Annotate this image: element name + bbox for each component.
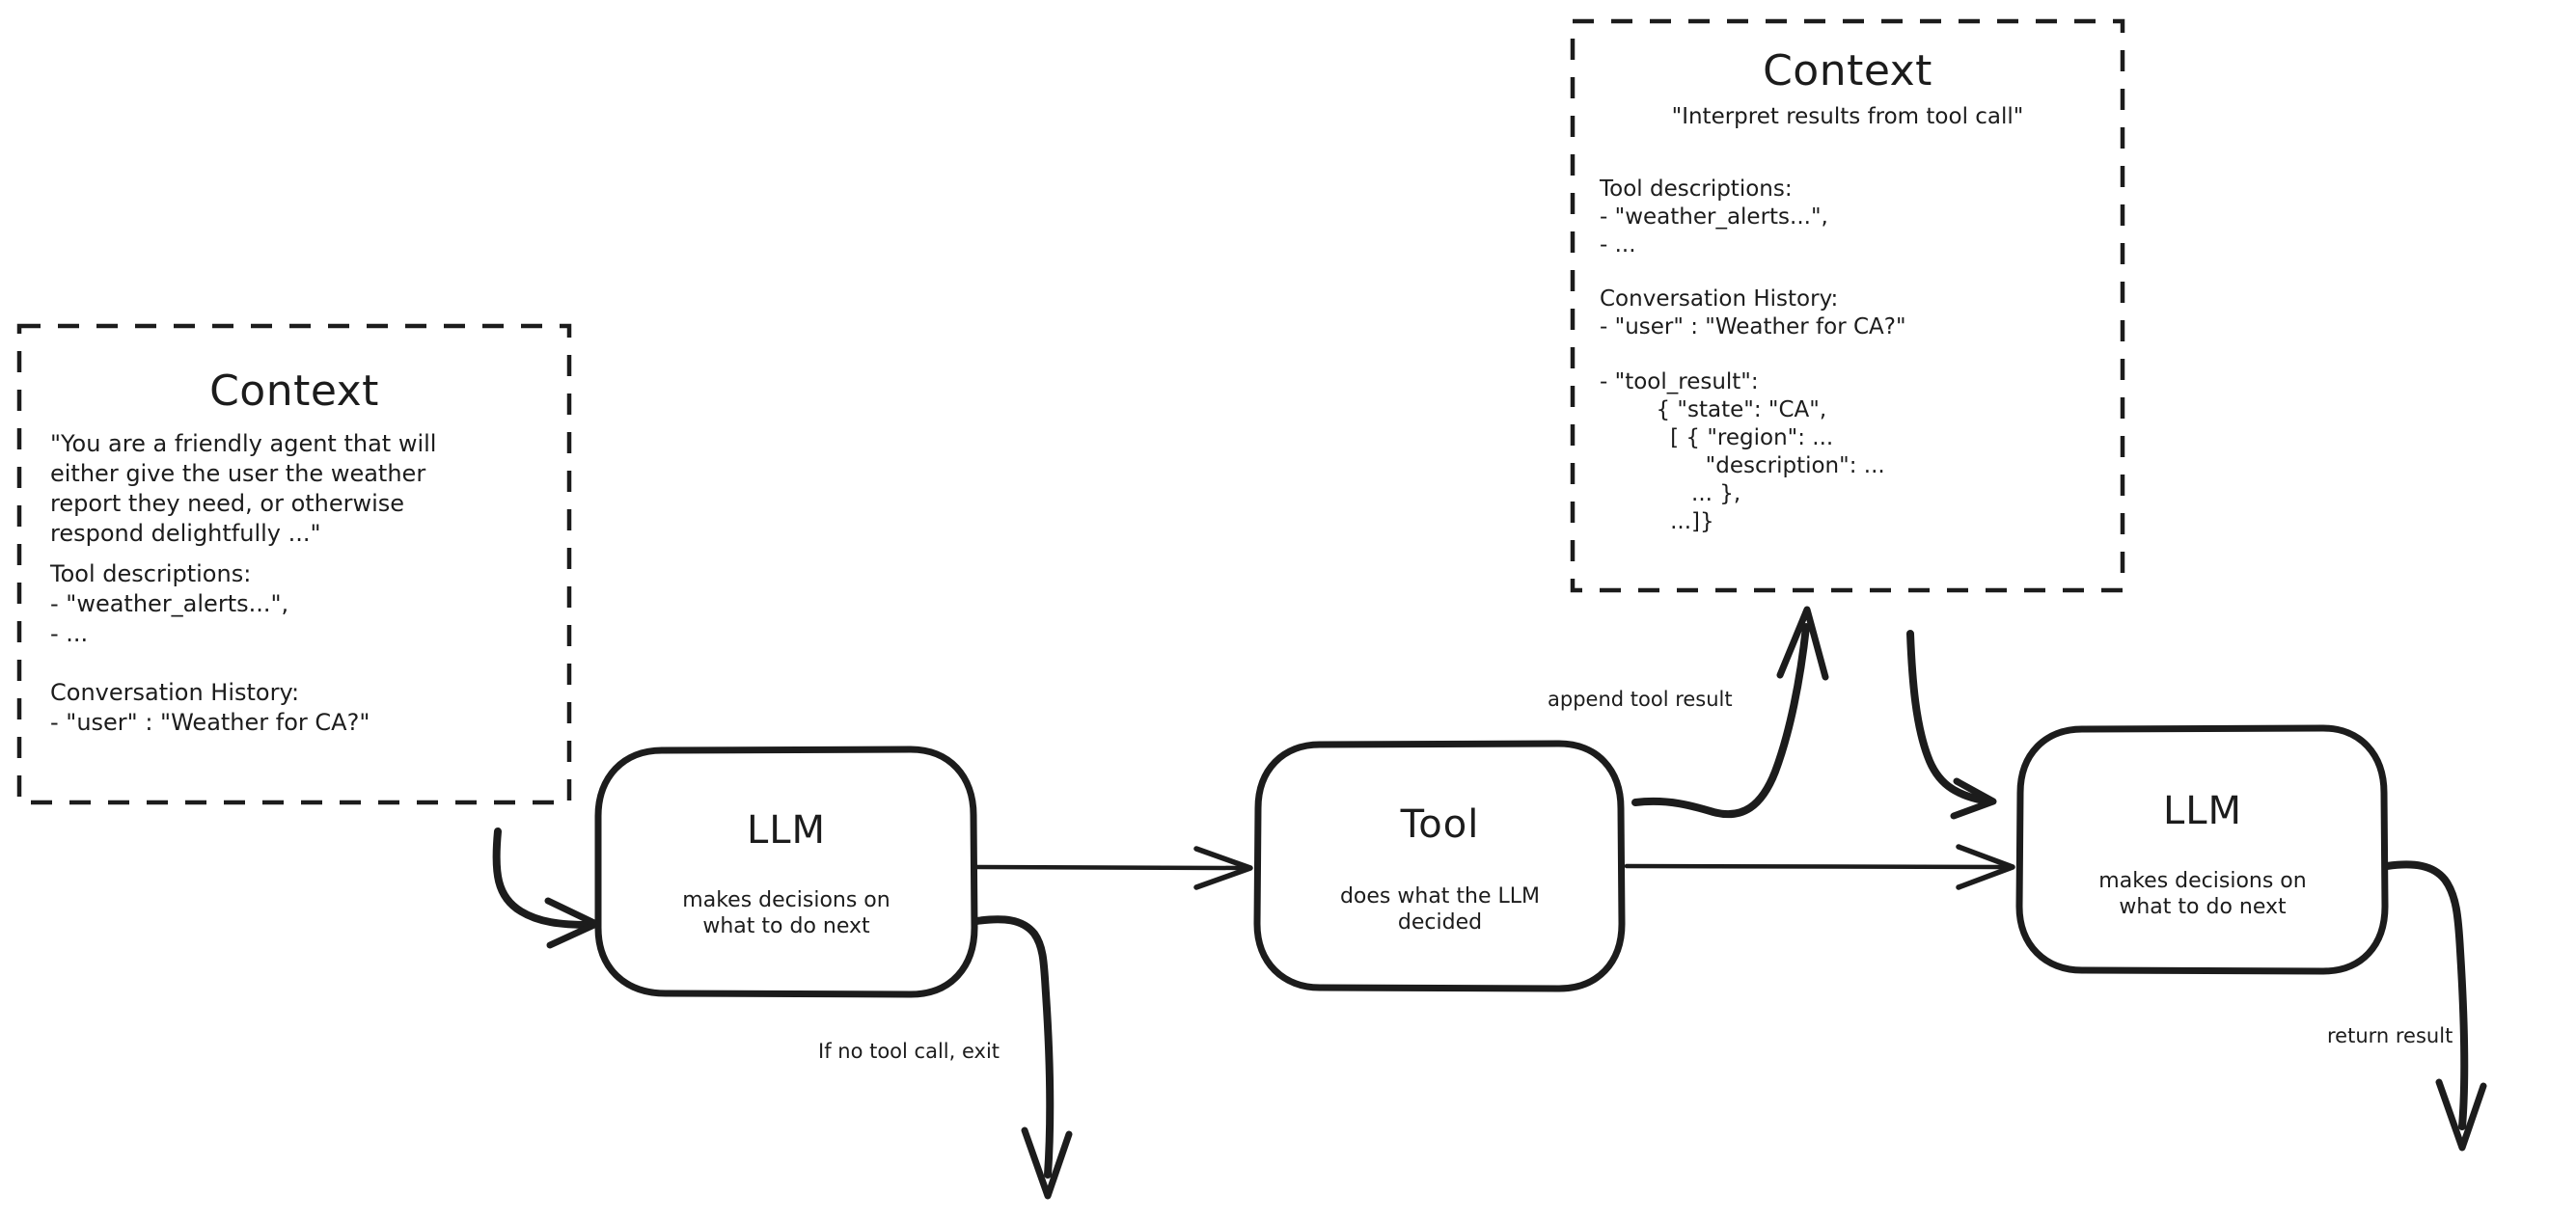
edge-tool-to-llm-second (1624, 844, 2015, 890)
edge-llm-first-to-tool (973, 846, 1253, 890)
node-tool-title: Tool (1400, 802, 1480, 847)
node-llm-second-title: LLM (2162, 789, 2243, 833)
context-left-tool-line-1: - "weather_alerts...", (50, 590, 289, 617)
context-left-tools-heading: Tool descriptions: (50, 560, 252, 587)
node-llm-first-title: LLM (746, 808, 827, 853)
edge-llm-second-return (2383, 860, 2487, 1152)
edge-context-to-llm-first (492, 828, 600, 949)
context-left-heading: Context (209, 366, 379, 416)
edge-context-right-to-llm-second (1906, 630, 1997, 820)
node-llm-first-subtitle: makes decisions on what to do next (682, 888, 891, 938)
context-right-tools-heading: Tool descriptions: (1600, 176, 1793, 202)
context-left-tool-line-2: - ... (50, 620, 89, 647)
node-llm-second-subtitle: makes decisions on what to do next (2098, 869, 2307, 919)
context-left-system-prompt: "You are a friendly agent that will eith… (50, 430, 437, 547)
context-right-heading: Context (1763, 46, 1932, 95)
edge-llm-first-exit (973, 915, 1073, 1200)
context-right-tool-result-body: { "state": "CA", [ { "region": ... "desc… (1656, 397, 1885, 534)
context-left-box (16, 323, 572, 805)
node-tool-subtitle: does what the LLM decided (1339, 884, 1541, 935)
edge-label-return-result: return result (2327, 1024, 2453, 1047)
node-llm-first-shape (594, 746, 978, 998)
edge-label-append-tool-result: append tool result (1548, 688, 1733, 711)
context-right-tool-line-2: - ... (1600, 232, 1636, 258)
edge-label-exit: If no tool call, exit (818, 1040, 1000, 1063)
node-tool-shape (1253, 740, 1626, 992)
node-llm-second-shape (2015, 724, 2389, 975)
context-right-tool-line-1: - "weather_alerts...", (1600, 204, 1828, 230)
context-right-system-prompt: "Interpret results from tool call" (1671, 104, 2024, 129)
context-right-tool-result-label: - "tool_result": (1600, 369, 1759, 394)
context-left-history-line-1: - "user" : "Weather for CA?" (50, 709, 370, 736)
context-right-history-heading: Conversation History: (1600, 286, 1839, 312)
context-right-box (1570, 18, 2125, 593)
context-right-history-line-1: - "user" : "Weather for CA?" (1600, 314, 1906, 339)
context-left-history-heading: Conversation History: (50, 679, 300, 706)
edge-tool-to-context-right (1631, 606, 1829, 819)
